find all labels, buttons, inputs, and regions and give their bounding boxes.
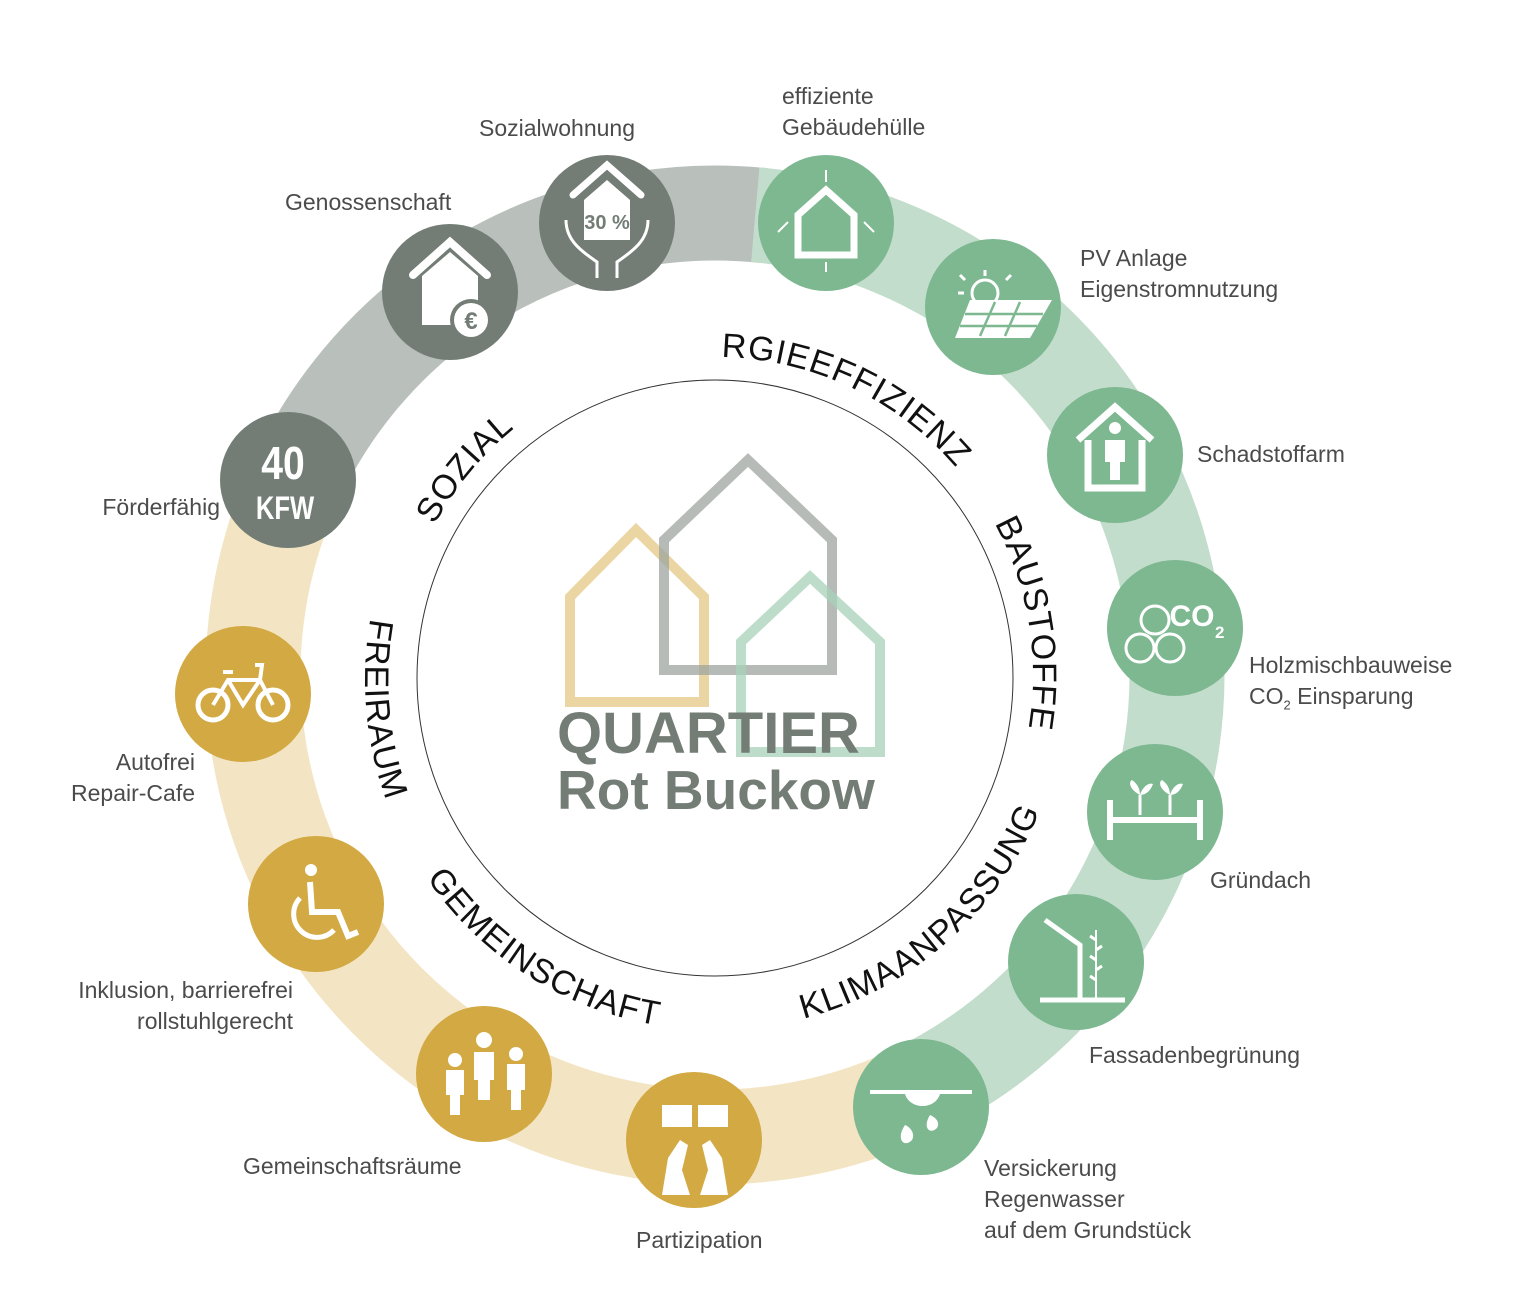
solar-panel-icon — [925, 239, 1061, 375]
label-fassade: Fassadenbegrünung — [1089, 1042, 1300, 1068]
inner-circle — [416, 379, 1014, 977]
category-freiraum: FREIRAUM — [357, 617, 415, 804]
label-inklusion: Inklusion, barrierefrei rollstuhlgerecht — [20, 975, 293, 1037]
bicycle-icon — [175, 626, 311, 762]
label-sozialwohnung: Sozialwohnung — [479, 115, 636, 141]
label-line: rollstuhlgerecht — [137, 1008, 293, 1034]
svg-text:30 %: 30 % — [584, 212, 630, 234]
label-line: Versickerung — [984, 1155, 1117, 1181]
label-partizipation: Partizipation — [636, 1227, 763, 1253]
label-einsparung: Einsparung — [1290, 683, 1414, 709]
label-gruendach: Gründach — [1210, 867, 1312, 893]
house-person-icon — [1047, 387, 1183, 523]
label-line: PV Anlage — [1080, 245, 1188, 271]
svg-text:2: 2 — [1215, 623, 1224, 642]
svg-text:KFW: KFW — [256, 491, 315, 526]
svg-text:€: € — [464, 308, 477, 335]
puzzle-hands-icon — [626, 1072, 762, 1208]
house-euro-icon: € — [382, 224, 518, 360]
logo-house-green — [736, 570, 885, 757]
label-line: Autofrei — [115, 749, 195, 775]
label-line: CO2 Einsparung — [1249, 681, 1452, 721]
wood-logs-co2-icon: CO 2 — [1107, 560, 1243, 696]
house-arrows-icon — [758, 155, 894, 291]
title-line1: QUARTIER — [557, 701, 860, 766]
label-line: Repair-Cafe — [71, 780, 195, 806]
svg-text:CO: CO — [1170, 600, 1215, 633]
green-roof-icon — [1087, 744, 1223, 880]
rain-drops-icon — [853, 1039, 989, 1175]
label-line: auf dem Grundstück — [984, 1217, 1192, 1243]
wheelchair-icon — [248, 836, 384, 972]
label-line: Gebäudehülle — [782, 114, 926, 140]
label-line: Holzmischbauweise — [1249, 652, 1453, 678]
facade-plant-icon — [1008, 894, 1144, 1030]
label-line: Inklusion, barrierefrei — [78, 977, 293, 1003]
kfw-40-badge: 40 KFW — [220, 412, 356, 548]
label-line: Eigenstromnutzung — [1080, 276, 1279, 302]
svg-text:40: 40 — [261, 438, 304, 490]
logo-houses — [565, 453, 885, 757]
label-gemeinschaftsraeume: Gemeinschaftsräume — [243, 1153, 462, 1179]
category-baustoffe: BAUSTOFFE — [987, 510, 1063, 733]
category-sozial: SOZIAL — [409, 405, 521, 529]
hands-house-icon: 30 % — [539, 155, 675, 291]
label-line: effiziente — [782, 83, 874, 109]
label-line: Regenwasser — [984, 1186, 1125, 1212]
label-co: CO — [1249, 683, 1284, 709]
label-foerderfaehig: Förderfähig — [102, 494, 220, 520]
label-genossenschaft: Genossenschaft — [285, 189, 452, 215]
title-line2: Rot Buckow — [557, 759, 875, 821]
label-sub: 2 — [1283, 697, 1291, 713]
logo-house-gold — [565, 522, 709, 707]
label-schadstoffarm: Schadstoffarm — [1197, 441, 1345, 467]
logo-house-gray — [659, 453, 837, 675]
people-group-icon — [416, 1006, 552, 1142]
